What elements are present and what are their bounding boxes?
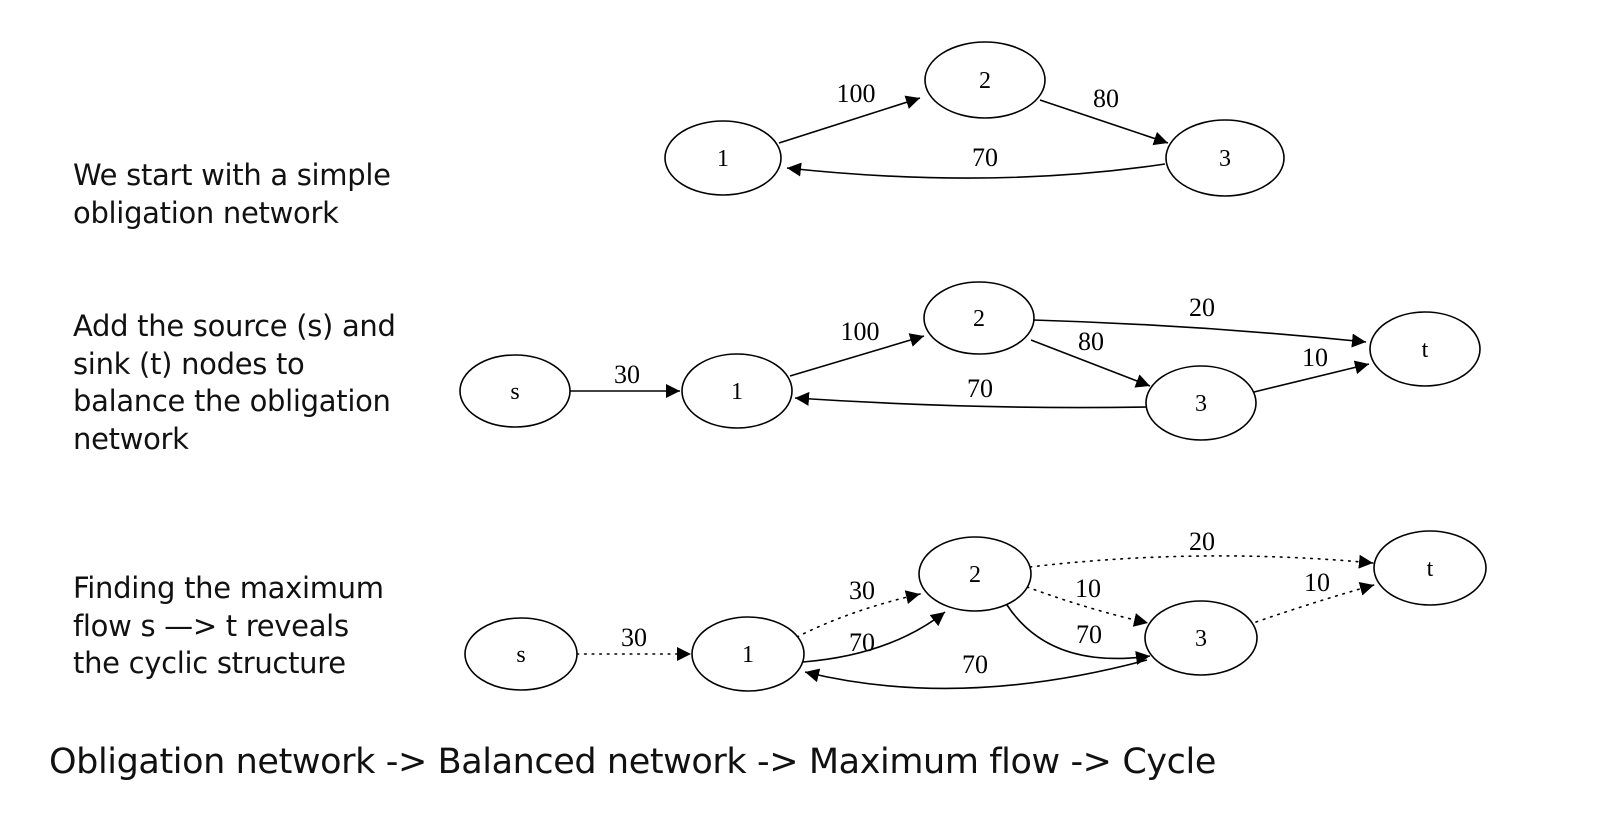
- node-2: 2: [918, 536, 1032, 612]
- node-t-ellipse: [1373, 530, 1487, 606]
- edge-3-to-t-flow: [1255, 582, 1375, 623]
- node-t-label: t: [1427, 556, 1434, 582]
- step1-caption: We start with a simple obligation networ…: [73, 158, 391, 230]
- edge-2-to-t-flow: [1029, 554, 1374, 569]
- step3-caption: Finding the maximum flow s —> t reveals …: [73, 571, 384, 680]
- node-2-ellipse: [923, 281, 1035, 355]
- node-2-ellipse: [924, 41, 1046, 119]
- node-1-ellipse: [681, 353, 793, 429]
- node-2-label: 2: [979, 68, 991, 94]
- edge-label: 30: [849, 576, 875, 605]
- node-1: 1: [681, 353, 793, 429]
- node-t-ellipse: [1369, 311, 1481, 387]
- node-s-label: s: [516, 642, 525, 668]
- graph-1: 100 80 70 1 2 3: [664, 41, 1285, 197]
- node-1-label: 1: [717, 146, 729, 172]
- edge-label: 70: [967, 374, 993, 403]
- edge-label: 30: [621, 623, 647, 652]
- edge-1-to-2: [778, 95, 921, 144]
- edge-2-to-3: [1006, 604, 1151, 665]
- edge-2-to-3: [1030, 339, 1151, 388]
- node-3-ellipse: [1165, 119, 1285, 197]
- pipeline-footer: Obligation network -> Balanced network -…: [49, 742, 1216, 782]
- node-t: t: [1369, 311, 1481, 387]
- edge-3-to-1: [804, 659, 1148, 690]
- node-3-label: 3: [1195, 391, 1207, 417]
- edge-label: 10: [1075, 574, 1101, 603]
- edge-label: 10: [1302, 343, 1328, 372]
- node-1: 1: [664, 120, 782, 196]
- edge-2-to-3: [1039, 99, 1169, 146]
- node-3: 3: [1145, 365, 1257, 441]
- node-1-ellipse: [664, 120, 782, 196]
- node-3-label: 3: [1219, 146, 1231, 172]
- node-3: 3: [1165, 119, 1285, 197]
- node-1-ellipse: [691, 616, 805, 692]
- edge-2-to-3-flow: [1026, 586, 1149, 627]
- edge-label: 20: [1189, 293, 1215, 322]
- edge-1-to-2-flow: [796, 590, 921, 638]
- node-2: 2: [923, 281, 1035, 355]
- edge-label: 80: [1078, 327, 1104, 356]
- node-s: s: [459, 354, 571, 428]
- node-t-label: t: [1422, 337, 1429, 363]
- node-2: 2: [924, 41, 1046, 119]
- node-s-label: s: [510, 379, 519, 405]
- edge-3-to-1: [794, 391, 1148, 409]
- edge-label: 100: [837, 79, 876, 108]
- edge-label: 80: [1093, 84, 1119, 113]
- node-s: s: [464, 617, 578, 691]
- node-1: 1: [691, 616, 805, 692]
- edge-label: 70: [972, 143, 998, 172]
- edge-label: 10: [1304, 568, 1330, 597]
- node-3: 3: [1144, 600, 1258, 676]
- node-s-ellipse: [459, 354, 571, 428]
- node-t: t: [1373, 530, 1487, 606]
- edge-2-to-t: [1032, 319, 1367, 348]
- node-2-label: 2: [969, 562, 981, 588]
- node-2-ellipse: [918, 536, 1032, 612]
- node-3-ellipse: [1145, 365, 1257, 441]
- edge-label: 30: [614, 360, 640, 389]
- edge-1-to-2: [802, 611, 946, 663]
- edge-label: 70: [849, 628, 875, 657]
- step2-caption: Add the source (s) and sink (t) nodes to…: [73, 309, 396, 456]
- node-3-label: 3: [1195, 626, 1207, 652]
- edge-1-to-2: [789, 333, 925, 377]
- node-1-label: 1: [742, 642, 754, 668]
- graph-3: 30 30 70 20 10 70 70 10 s 1 2 3 t: [464, 527, 1487, 692]
- node-3-ellipse: [1144, 600, 1258, 676]
- node-2-label: 2: [973, 306, 985, 332]
- node-1-label: 1: [731, 379, 743, 405]
- edge-label: 20: [1189, 527, 1215, 556]
- edge-label: 70: [1076, 620, 1102, 649]
- edge-label: 70: [962, 650, 988, 679]
- edge-label: 100: [841, 317, 880, 346]
- edge-3-to-1: [786, 162, 1166, 179]
- graph-2: 30 100 20 80 70 10 s 1 2 3 t: [459, 281, 1481, 441]
- edge-3-to-t: [1253, 360, 1370, 393]
- node-s-ellipse: [464, 617, 578, 691]
